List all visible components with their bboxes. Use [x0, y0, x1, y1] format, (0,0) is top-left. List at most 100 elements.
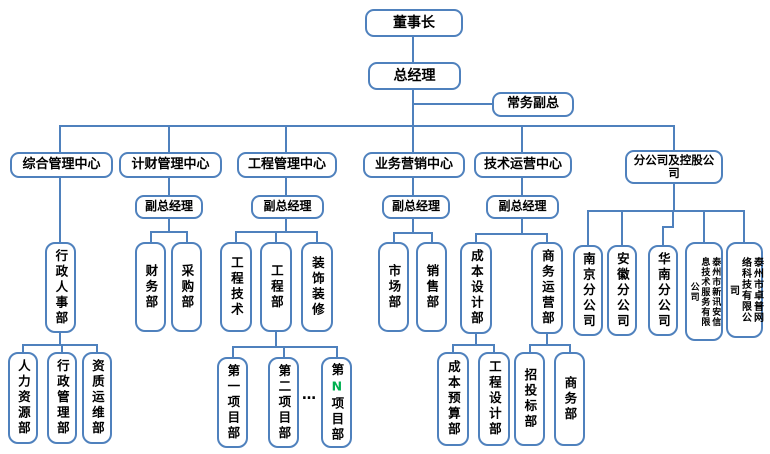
connector-line: [521, 177, 523, 196]
box-finance-dept: 财务部: [135, 242, 166, 332]
box-label: 常务副总: [506, 96, 559, 112]
connector-line: [672, 210, 674, 228]
box-center-engineering: 工程管理中心: [237, 152, 337, 178]
label-char: 项: [329, 396, 345, 412]
box-commerce-dept: 商务部: [554, 352, 585, 446]
box-chairman: 董事长: [365, 9, 463, 37]
box-label: 工程设计部: [486, 360, 502, 438]
box-deputy-gm-tech: 副总经理: [486, 195, 559, 219]
connector-line: [150, 231, 188, 233]
label-char: 第: [329, 362, 345, 379]
box-label: 资质运维部: [89, 359, 105, 437]
box-project-ellipsis: …: [296, 384, 322, 406]
box-engineering-tech-dept: 工程技术: [220, 242, 252, 332]
box-hr-dept: 人力资源部: [8, 352, 38, 444]
connector-line: [662, 226, 664, 246]
connector-line: [703, 210, 705, 243]
box-cost-design-dept: 成本设计部: [460, 242, 492, 334]
box-project-dept-2: 第二项目部: [268, 357, 299, 448]
connector-line: [412, 218, 414, 234]
connector-line: [452, 344, 495, 346]
connector-line: [587, 210, 589, 246]
connector-line: [61, 344, 63, 353]
box-label: 总经理: [393, 67, 436, 84]
box-label: 副总经理: [144, 199, 193, 214]
connector-line: [275, 231, 277, 243]
box-label: …: [302, 387, 316, 403]
box-label: 工程技术: [228, 256, 244, 318]
connector-line: [412, 177, 414, 196]
box-label: 安徽分公司: [614, 251, 630, 330]
box-sales-dept: 销售部: [416, 242, 447, 332]
box-label: 董事长: [393, 14, 435, 31]
box-engineering-dept: 工程部: [260, 242, 292, 332]
box-market-dept: 市场部: [378, 242, 409, 332]
box-cost-budget-dept: 成本预算部: [437, 352, 469, 446]
connector-line: [285, 218, 287, 233]
box-center-marketing: 业务营销中心: [363, 152, 465, 178]
connector-line: [168, 218, 170, 233]
box-label: 装饰装修: [309, 256, 325, 318]
box-label: 商务部: [562, 375, 578, 423]
connector-line: [393, 232, 433, 234]
box-zhuopu-company: 泰州市卓普网络科技有限公司: [726, 242, 763, 338]
box-label: 成本预算部: [445, 360, 461, 438]
box-label: 综合管理中心: [22, 156, 101, 172]
box-decoration-dept: 装饰装修: [301, 242, 333, 332]
connector-line: [22, 344, 98, 346]
connector-line: [412, 37, 414, 63]
box-label: 第N项目部: [329, 362, 345, 443]
connector-line: [235, 231, 237, 243]
box-label: 市场部: [386, 263, 402, 311]
box-label: 成本设计部: [468, 249, 484, 327]
connector-line: [275, 331, 277, 348]
box-admin-mgmt-dept: 行政管理部: [47, 352, 77, 444]
box-label: 第二项目部: [276, 363, 292, 442]
box-label: 南京分公司: [580, 251, 596, 330]
connector-line: [493, 344, 495, 353]
connector-line: [743, 210, 745, 243]
connector-line: [521, 218, 523, 235]
box-label: 销售部: [424, 263, 440, 311]
label-char: 部: [329, 427, 345, 443]
connector-line: [546, 333, 548, 346]
box-label: 副总经理: [498, 199, 547, 214]
box-nanjing-branch: 南京分公司: [573, 245, 603, 336]
box-label: 技术运营中心: [483, 156, 562, 172]
connector-line: [452, 344, 454, 353]
connector-line: [59, 332, 61, 346]
connector-line: [285, 177, 287, 196]
box-engineering-design-dept: 工程设计部: [478, 352, 510, 446]
box-business-ops-dept: 商务运营部: [531, 242, 563, 334]
connector-line: [529, 344, 571, 346]
box-deputy-gm-engineering: 副总经理: [251, 195, 324, 219]
connector-line: [316, 231, 318, 243]
connector-line: [475, 233, 477, 243]
box-label: 行政人事部: [53, 248, 69, 327]
box-project-dept-1: 第一项目部: [217, 357, 248, 448]
box-label: 工程部: [268, 263, 284, 311]
connector-line: [621, 210, 623, 246]
box-deputy-gm-finance: 副总经理: [135, 195, 203, 219]
box-label: 采购部: [179, 263, 195, 311]
box-label: 泰州市新讯安信息技术服务有限公司: [688, 256, 721, 327]
box-label: 分公司及控股公司: [633, 152, 715, 180]
box-label: 商务运营部: [539, 249, 555, 327]
box-center-tech-operations: 技术运营中心: [474, 152, 572, 178]
connector-line: [283, 346, 285, 358]
box-label: 第一项目部: [225, 363, 241, 442]
box-executive-deputy-gm: 常务副总: [492, 92, 574, 117]
connector-line: [587, 210, 745, 212]
connector-line: [59, 125, 61, 153]
box-xinxunan-company: 泰州市新讯安信息技术服务有限公司: [685, 242, 723, 341]
connector-line: [59, 125, 675, 127]
box-label: 副总经理: [391, 199, 440, 214]
connector-line: [336, 346, 338, 358]
box-label: 计财管理中心: [131, 156, 210, 172]
box-label: 工程管理中心: [247, 156, 326, 172]
connector-line: [546, 233, 548, 243]
connector-line: [662, 226, 674, 228]
connector-line: [285, 125, 287, 153]
connector-line: [96, 344, 98, 353]
box-center-finance-planning: 计财管理中心: [119, 152, 222, 178]
